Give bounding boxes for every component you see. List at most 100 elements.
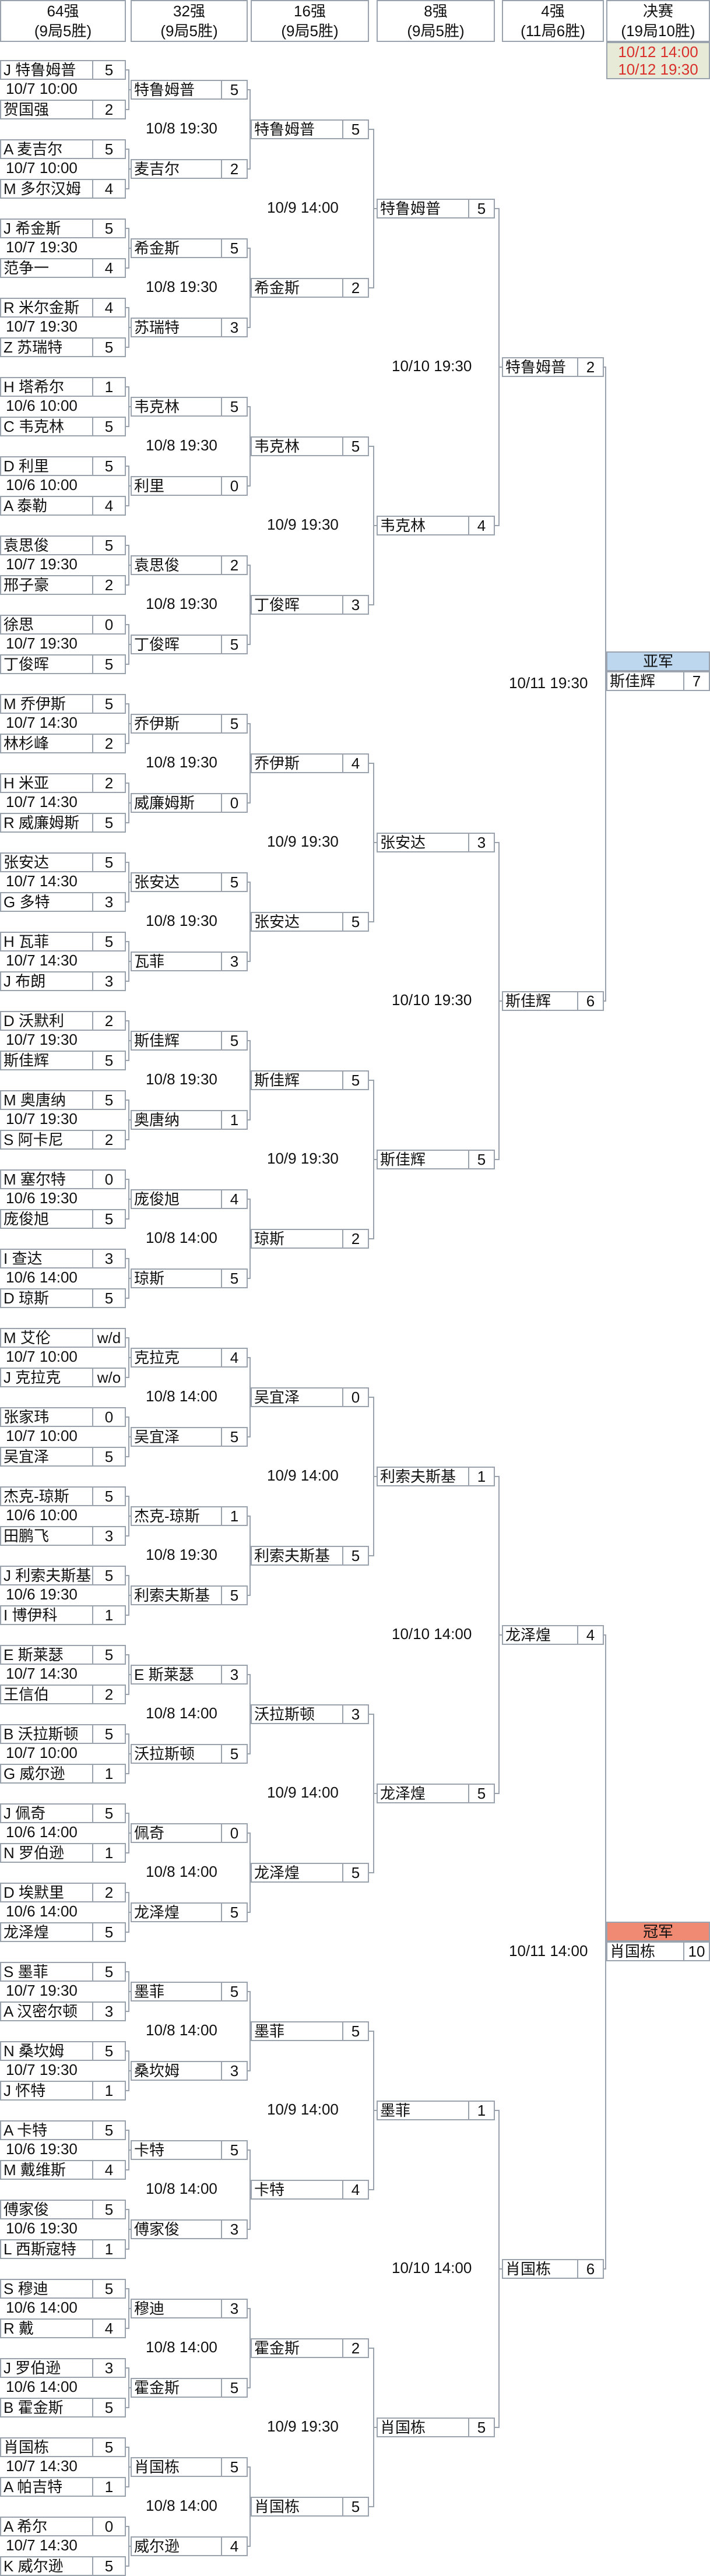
player-name: 傅家俊 [3, 2201, 50, 2218]
player-name: 张安达 [380, 834, 426, 851]
player-name: 吴宜泽 [134, 1428, 180, 1446]
player-name: J 利索夫斯基 [3, 1567, 92, 1584]
connector-line [126, 941, 128, 942]
connector-line [249, 129, 251, 130]
connector-line [128, 2229, 131, 2230]
connector-line [128, 327, 131, 328]
player-name: M 艾伦 [3, 1329, 51, 1347]
match-time: 10/7 14:30 [6, 1665, 78, 1682]
player-score: 3 [221, 953, 247, 970]
player-name: J 佩奇 [3, 1805, 46, 1822]
player-score: 5 [342, 121, 368, 138]
player-score: 4 [92, 299, 125, 316]
player-name: R 威廉姆斯 [3, 814, 80, 831]
connector-line [498, 2268, 502, 2270]
connector-line [126, 1060, 128, 1061]
connector-line [128, 961, 131, 962]
header-r64: 64强 (9局5胜) [0, 0, 126, 42]
player-name: 麦吉尔 [134, 160, 180, 178]
player-name: N 罗伯逊 [3, 1844, 65, 1862]
connector-line [249, 1080, 251, 1081]
player-name: 斯佳辉 [254, 1072, 300, 1089]
connector-line [373, 842, 377, 843]
player-score: 2 [92, 1686, 125, 1703]
match-time: 10/7 19:30 [6, 238, 78, 256]
match-time: 10/8 14:00 [146, 1229, 217, 1246]
player-name: 田鹏飞 [3, 1527, 50, 1545]
match-time: 10/8 14:00 [146, 2021, 217, 2039]
connector-line [248, 961, 249, 962]
player-score: 5 [92, 1448, 125, 1465]
connector-line [128, 2466, 131, 2468]
match-time: 10/6 14:00 [6, 1268, 78, 1286]
connector-line [126, 1179, 128, 1180]
connector-line [126, 2407, 128, 2408]
match-time: 10/6 10:00 [6, 1506, 78, 1524]
player-name: 利索夫斯基 [134, 1587, 210, 1604]
connector-line [369, 2031, 373, 2032]
connector-line [128, 2308, 131, 2309]
player-score: 2 [92, 1884, 125, 1901]
match-time: 10/8 19:30 [146, 119, 217, 137]
player-name: 特鲁姆普 [380, 200, 441, 217]
player-score: 1 [468, 1468, 494, 1485]
player-score: 4 [342, 755, 368, 772]
player-name: I 查达 [3, 1250, 43, 1267]
connector-line [248, 2070, 249, 2071]
player-score: 5 [92, 457, 125, 475]
match-time: 10/8 19:30 [146, 912, 217, 929]
connector-line [248, 1278, 249, 1279]
connector-line [126, 1218, 128, 1220]
match-time: 10/9 14:00 [267, 1467, 339, 1484]
connector-line [248, 168, 249, 170]
player-name: 墨菲 [380, 2102, 411, 2119]
connector-line [249, 446, 251, 447]
header-round: 32强 [173, 2, 205, 20]
match-time: 10/6 10:00 [6, 476, 78, 494]
player-score: 5 [92, 339, 125, 356]
player-name: 利索夫斯基 [254, 1547, 331, 1564]
connector-line [128, 2070, 131, 2071]
connector-line [126, 862, 128, 863]
match-time: 10/9 19:30 [267, 2418, 339, 2435]
connector-line [128, 565, 131, 566]
player-score: 1 [92, 2082, 125, 2099]
player-score: 5 [221, 1745, 247, 1763]
match-time: 10/6 14:00 [6, 2378, 78, 2395]
connector-line [126, 149, 128, 150]
player-name: 龙泽煌 [3, 1923, 50, 1941]
player-score: 3 [92, 2003, 125, 2020]
connector-line [126, 2249, 128, 2250]
player-score: 4 [92, 259, 125, 277]
header-round: 决赛 [642, 2, 673, 20]
connector-line [604, 1000, 605, 1002]
player-score: 5 [92, 933, 125, 950]
connector-line [126, 109, 128, 110]
player-score: 3 [92, 893, 125, 911]
player-name: D 埃默里 [3, 1884, 65, 1901]
player-score: 3 [221, 319, 247, 336]
player-score: 0 [92, 1408, 125, 1426]
player-score: 4 [221, 1190, 247, 1208]
player-score: 0 [221, 477, 247, 495]
player-name: 肖国栋 [3, 2438, 50, 2456]
connector-line [126, 584, 128, 586]
connector-line [605, 681, 606, 682]
connector-line [126, 2130, 128, 2131]
player-name: 王信伯 [3, 1686, 50, 1703]
